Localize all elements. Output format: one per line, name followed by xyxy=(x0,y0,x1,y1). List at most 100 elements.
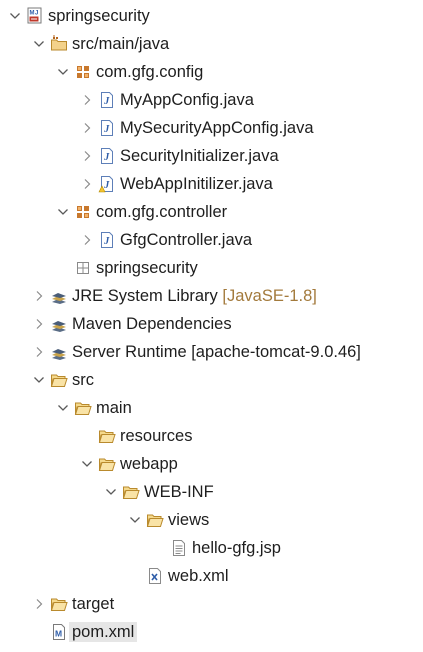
label-text: src xyxy=(72,371,94,389)
tree-item-src-main-java[interactable]: src/main/java xyxy=(0,30,423,58)
chevron-down-icon[interactable] xyxy=(56,205,70,219)
svg-text:M: M xyxy=(30,11,35,17)
tree-item-com-gfg-config[interactable]: com.gfg.config xyxy=(0,58,423,86)
tree-item-label: com.gfg.controller xyxy=(96,202,227,222)
label-text: src/main/java xyxy=(72,35,170,53)
label-text: Maven Dependencies xyxy=(72,315,232,333)
tree-item-maven-dependencies[interactable]: Maven Dependencies xyxy=(0,310,423,338)
chevron-down-icon[interactable] xyxy=(56,401,70,415)
xml-file-icon xyxy=(146,567,164,585)
svg-text:J: J xyxy=(103,124,110,135)
tree-item-label: src xyxy=(72,370,94,390)
tree-item-label: src/main/java xyxy=(72,34,169,54)
label-text: main xyxy=(96,399,132,417)
label-text: GfgController.java xyxy=(120,231,253,249)
java-file-icon: J xyxy=(98,147,116,165)
java-file-icon: J xyxy=(98,231,116,249)
svg-text:J: J xyxy=(35,11,38,17)
chevron-right-icon[interactable] xyxy=(32,345,46,359)
library-icon xyxy=(50,343,68,361)
tree-item-views[interactable]: views xyxy=(0,506,423,534)
chevron-down-icon[interactable] xyxy=(8,9,22,23)
label-text: MySecurityAppConfig.java xyxy=(120,119,314,137)
tree-item-label: Server Runtime [apache-tomcat-9.0.46] xyxy=(72,342,361,362)
tree-item-gfgcontroller-java[interactable]: J GfgController.java xyxy=(0,226,423,254)
tree-item-src[interactable]: src xyxy=(0,366,423,394)
tree-item-label: resources xyxy=(120,426,192,446)
label-text: web.xml xyxy=(168,567,229,585)
library-icon xyxy=(50,315,68,333)
library-icon xyxy=(50,287,68,305)
tree-item-main[interactable]: main xyxy=(0,394,423,422)
chevron-down-icon[interactable] xyxy=(32,373,46,387)
folder-open-icon xyxy=(146,511,164,529)
label-text: target xyxy=(72,595,115,613)
tree-item-mysecurityappconfig-java[interactable]: J MySecurityAppConfig.java xyxy=(0,114,423,142)
label-text: webapp xyxy=(120,455,178,473)
folder-open-icon xyxy=(122,483,140,501)
svg-text:J: J xyxy=(103,236,110,247)
tree-item-com-gfg-controller[interactable]: com.gfg.controller xyxy=(0,198,423,226)
chevron-right-icon[interactable] xyxy=(80,233,94,247)
package-icon xyxy=(74,63,92,81)
chevron-down-icon[interactable] xyxy=(56,65,70,79)
java-file-warning-icon: J xyxy=(98,175,116,193)
chevron-right-icon[interactable] xyxy=(80,149,94,163)
chevron-right-icon[interactable] xyxy=(32,317,46,331)
tree-item-springsecurity[interactable]: springsecurity xyxy=(0,254,423,282)
tree-item-label: springsecurity xyxy=(48,6,150,26)
tree-item-label: target xyxy=(72,594,114,614)
tree-item-label: webapp xyxy=(120,454,178,474)
tree-item-myappconfig-java[interactable]: J MyAppConfig.java xyxy=(0,86,423,114)
label-decoration: [JavaSE-1.8] xyxy=(222,287,317,305)
tree-item-label: SecurityInitializer.java xyxy=(120,146,279,166)
chevron-down-icon[interactable] xyxy=(104,485,118,499)
tree-item-securityinitializer-java[interactable]: J SecurityInitializer.java xyxy=(0,142,423,170)
tree-item-webappinitilizer-java[interactable]: J WebAppInitilizer.java xyxy=(0,170,423,198)
label-text: resources xyxy=(120,427,193,445)
tree-item-label: WEB-INF xyxy=(144,482,214,502)
tree-item-server-runtime-apache-tomcat-9-0-46[interactable]: Server Runtime [apache-tomcat-9.0.46] xyxy=(0,338,423,366)
chevron-down-icon[interactable] xyxy=(80,457,94,471)
chevron-right-icon[interactable] xyxy=(32,289,46,303)
label-text: WebAppInitilizer.java xyxy=(120,175,273,193)
svg-text:J: J xyxy=(103,152,110,163)
chevron-right-icon[interactable] xyxy=(80,93,94,107)
package-icon xyxy=(74,203,92,221)
chevron-right-icon[interactable] xyxy=(80,177,94,191)
chevron-down-icon[interactable] xyxy=(32,37,46,51)
tree-item-hello-gfg-jsp[interactable]: hello-gfg.jsp xyxy=(0,534,423,562)
tree-item-label: MyAppConfig.java xyxy=(120,90,254,110)
text-file-icon xyxy=(170,539,188,557)
tree-item-web-inf[interactable]: WEB-INF xyxy=(0,478,423,506)
empty-package-icon xyxy=(74,259,92,277)
tree-item-label: main xyxy=(96,398,132,418)
tree-item-label: MySecurityAppConfig.java xyxy=(120,118,314,138)
tree-item-webapp[interactable]: webapp xyxy=(0,450,423,478)
tree-item-resources[interactable]: resources xyxy=(0,422,423,450)
tree-item-web-xml[interactable]: web.xml xyxy=(0,562,423,590)
label-text: com.gfg.controller xyxy=(96,203,228,221)
java-file-icon: J xyxy=(98,91,116,109)
chevron-down-icon[interactable] xyxy=(128,513,142,527)
maven-pom-icon: M xyxy=(50,623,68,641)
label-text: hello-gfg.jsp xyxy=(192,539,281,557)
tree-item-jre-system-library[interactable]: JRE System Library [JavaSE-1.8] xyxy=(0,282,423,310)
tree-item-target[interactable]: target xyxy=(0,590,423,618)
label-text: MyAppConfig.java xyxy=(120,91,254,109)
svg-text:J: J xyxy=(103,180,110,191)
svg-text:M: M xyxy=(55,629,62,639)
folder-open-icon xyxy=(74,399,92,417)
folder-open-icon xyxy=(50,595,68,613)
folder-open-icon xyxy=(50,371,68,389)
tree-item-label: views xyxy=(168,510,209,530)
svg-text:J: J xyxy=(103,96,110,107)
label-text: pom.xml xyxy=(72,623,135,641)
chevron-right-icon[interactable] xyxy=(80,121,94,135)
tree-item-label: hello-gfg.jsp xyxy=(192,538,281,558)
tree-item-label: JRE System Library [JavaSE-1.8] xyxy=(72,286,317,306)
chevron-right-icon[interactable] xyxy=(32,597,46,611)
